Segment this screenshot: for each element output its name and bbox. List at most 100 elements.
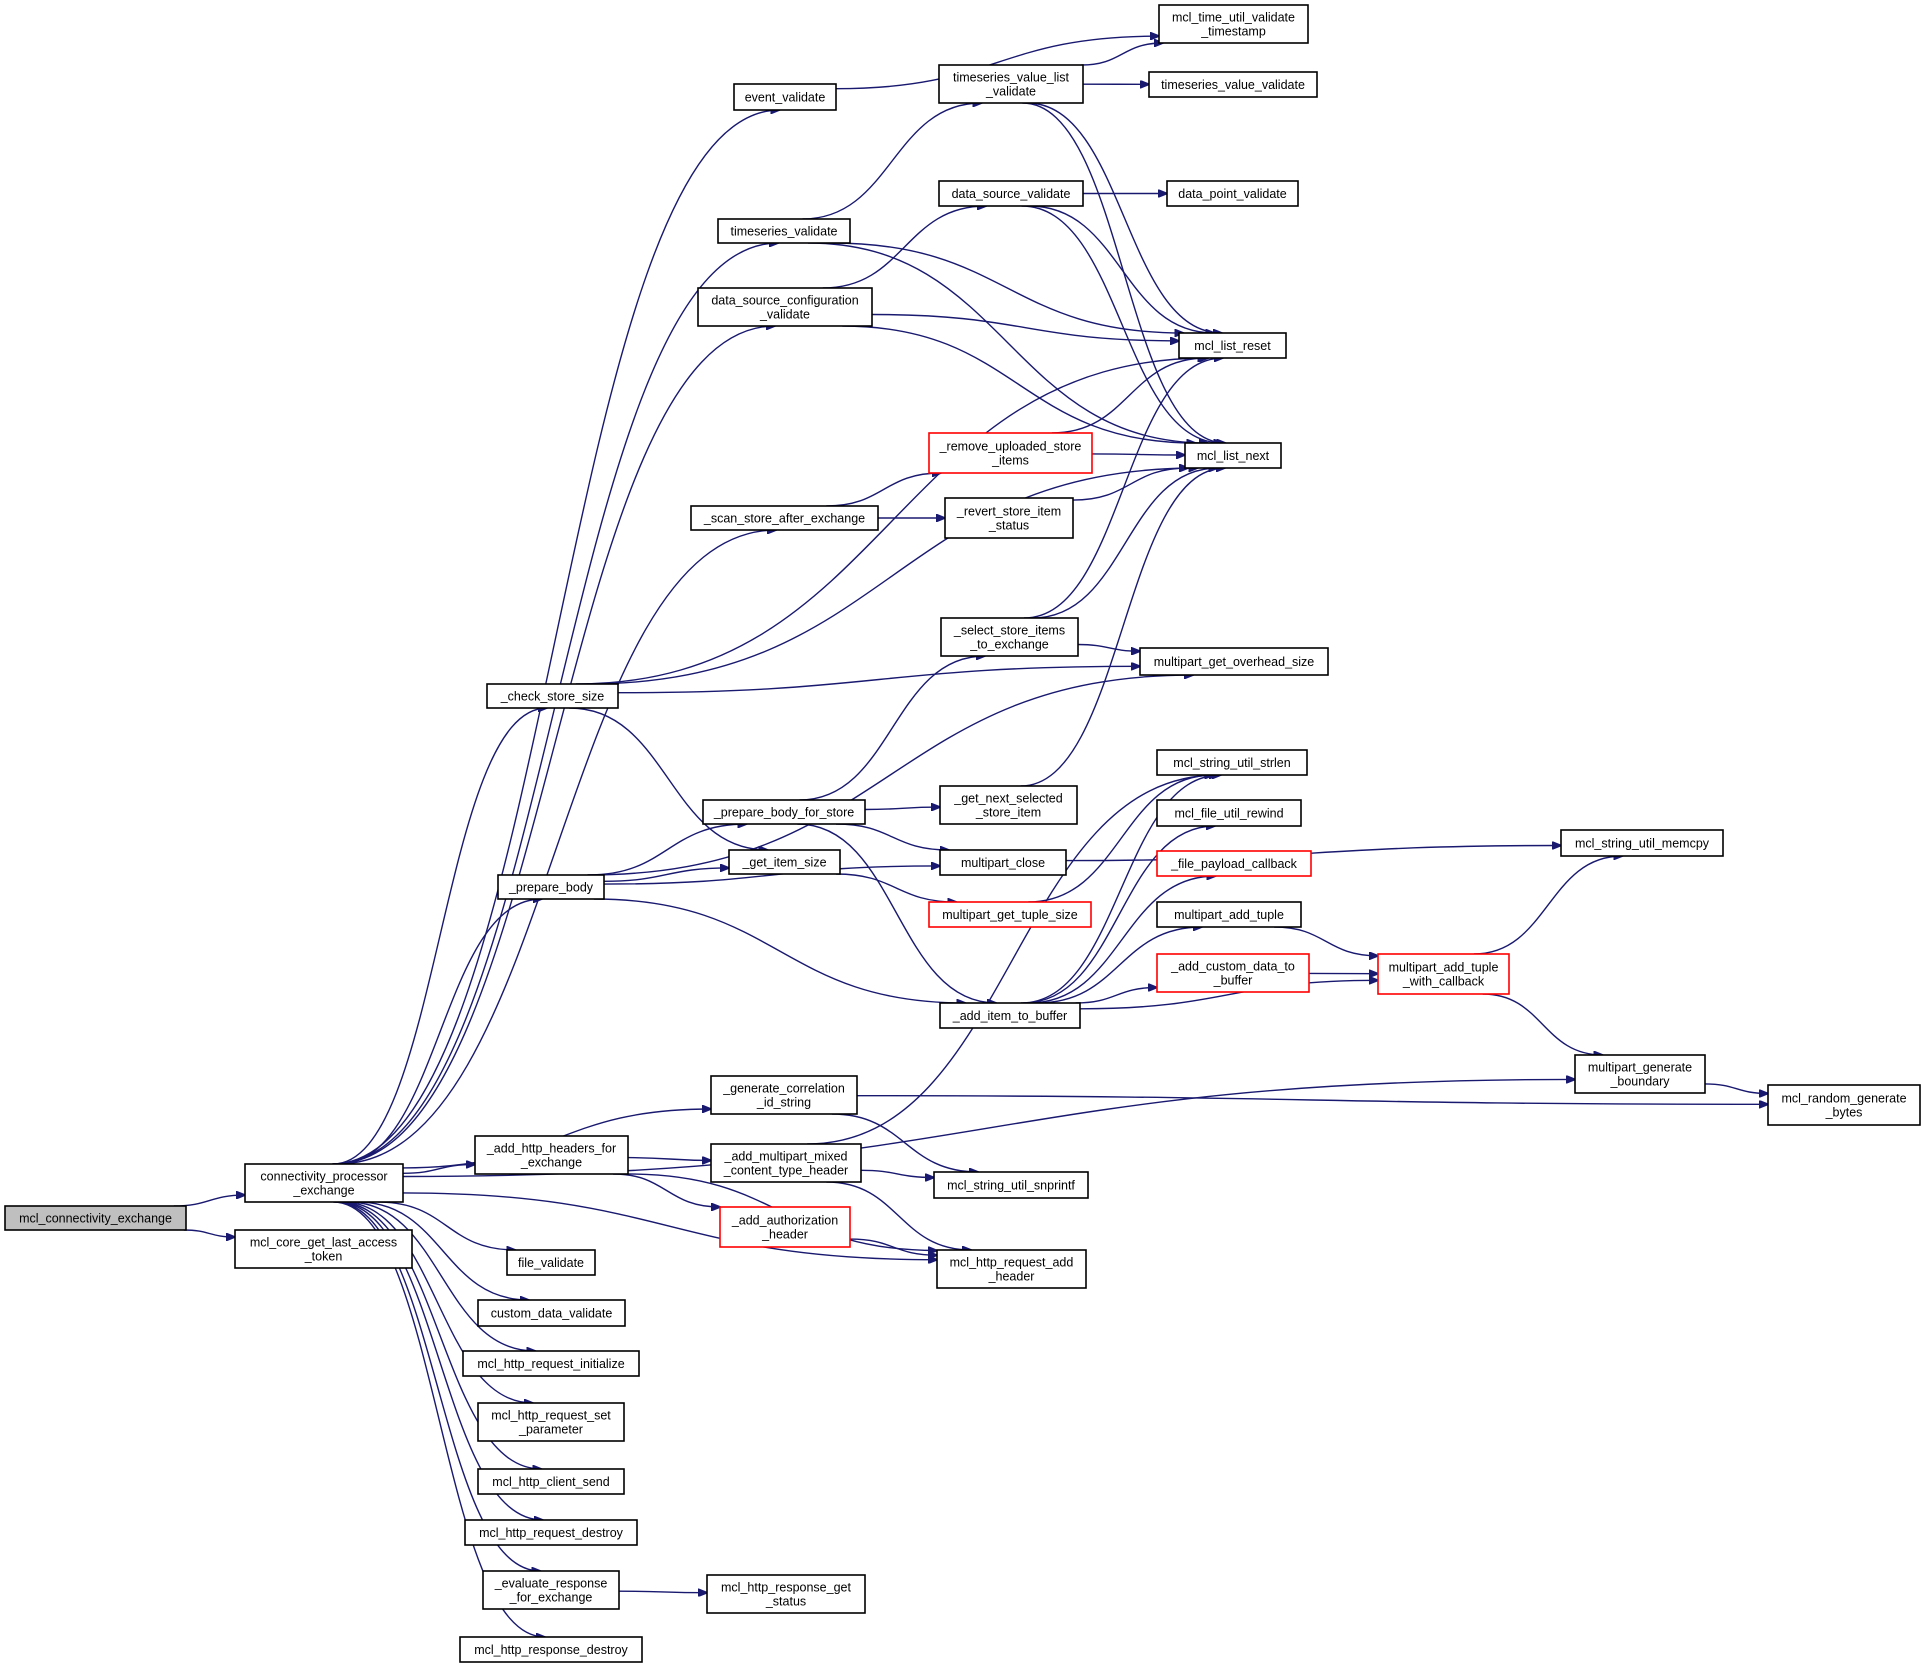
node-dpv[interactable]: data_point_validate (1166, 180, 1299, 207)
node-label: multipart_get_overhead_size (1154, 655, 1315, 669)
edge-cpe-to-resp-destroy (333, 1201, 545, 1637)
node-add-item-buffer[interactable]: _add_item_to_buffer (939, 1002, 1081, 1029)
node-cpe[interactable]: connectivity_processor_exchange (244, 1163, 404, 1203)
node-label: timeseries_validate (731, 225, 838, 239)
node-prepare-body-store[interactable]: _prepare_body_for_store (702, 799, 866, 825)
node-gen-boundary[interactable]: multipart_generate_boundary (1574, 1054, 1706, 1094)
edge-gen-corr-to-snprintf (831, 1113, 978, 1172)
node-list-next[interactable]: mcl_list_next (1184, 442, 1282, 469)
node-check-store[interactable]: _check_store_size (486, 683, 619, 709)
node-scan[interactable]: _scan_store_after_exchange (690, 505, 879, 531)
node-label: mcl_file_util_rewind (1174, 807, 1283, 821)
edge-add-item-buffer-to-add-tuple (1037, 927, 1202, 1004)
edge-cpe-to-eval-resp (334, 1201, 541, 1571)
node-box (1377, 953, 1510, 995)
node-resp-get-status[interactable]: mcl_http_response_get_status (706, 1574, 866, 1614)
node-add-custom[interactable]: _add_custom_data_to_buffer (1156, 953, 1310, 993)
node-tvlv[interactable]: timeseries_value_list_validate (938, 64, 1084, 104)
node-label: mcl_http_request_destroy (479, 1526, 624, 1540)
edge-dscv-to-list-reset (871, 313, 1179, 341)
edge-prepare-body-store-to-get-next-selected (864, 807, 940, 809)
node-label: _content_type_header (723, 1164, 848, 1178)
edge-cpe-to-event-validate (332, 110, 779, 1165)
edge-prepare-body-store-to-select-store (799, 656, 986, 801)
node-box (1139, 647, 1329, 676)
edge-add-item-buffer-to-add-custom (1075, 988, 1157, 1004)
edge-cpe-to-req-add-header (402, 1192, 937, 1260)
node-label: timeseries_value_validate (1161, 78, 1305, 92)
node-label: _buffer (1213, 974, 1253, 988)
node-gen-corr[interactable]: _generate_correlation_id_string (710, 1075, 858, 1115)
edge-root-to-ccglat (183, 1229, 235, 1237)
node-overhead[interactable]: multipart_get_overhead_size (1139, 647, 1329, 676)
node-tuple-size[interactable]: multipart_get_tuple_size (928, 901, 1092, 928)
edge-check-store-to-list-next (586, 468, 1198, 685)
node-ccglat[interactable]: mcl_core_get_last_access_token (234, 1229, 413, 1269)
node-req-add-header[interactable]: mcl_http_request_add_header (936, 1249, 1087, 1289)
node-select-store[interactable]: _select_store_items_to_exchange (940, 617, 1079, 657)
node-box (506, 1249, 596, 1276)
node-eval-resp[interactable]: _evaluate_response_for_exchange (482, 1570, 620, 1610)
node-req-set-param[interactable]: mcl_http_request_set_parameter (477, 1402, 625, 1442)
edge-cpe-to-custom-data-validate (357, 1201, 529, 1300)
node-prepare-body[interactable]: _prepare_body (497, 874, 605, 900)
node-tuvt[interactable]: mcl_time_util_validate_timestamp (1158, 4, 1309, 44)
node-get-next-selected[interactable]: _get_next_selected_store_item (939, 785, 1078, 825)
edges-layer (173, 36, 1768, 1637)
node-box (733, 83, 837, 111)
node-add-http-headers[interactable]: _add_http_headers_for_exchange (474, 1135, 629, 1175)
node-box (1767, 1084, 1921, 1126)
node-add-tuple[interactable]: multipart_add_tuple (1156, 901, 1302, 928)
node-box (690, 505, 879, 531)
node-box (1184, 442, 1282, 469)
node-dsv[interactable]: data_source_validate (938, 180, 1084, 207)
node-resp-destroy[interactable]: mcl_http_response_destroy (459, 1636, 643, 1663)
node-label: _parameter (518, 1423, 583, 1437)
node-event-validate[interactable]: event_validate (733, 83, 837, 111)
node-get-item-size[interactable]: _get_item_size (728, 849, 841, 875)
node-add-tuple-cb[interactable]: multipart_add_tuple_with_callback (1377, 953, 1510, 995)
edge-add-tuple-cb-to-gen-boundary (1482, 993, 1603, 1055)
node-label: _header (988, 1270, 1035, 1284)
node-box (474, 1135, 629, 1175)
node-strlen[interactable]: mcl_string_util_strlen (1156, 749, 1308, 776)
node-req-init[interactable]: mcl_http_request_initialize (462, 1350, 640, 1377)
node-auth-header[interactable]: _add_authorization_header (719, 1206, 851, 1248)
node-label: _get_item_size (741, 856, 826, 870)
node-memcpy[interactable]: mcl_string_util_memcpy (1560, 829, 1724, 857)
node-snprintf[interactable]: mcl_string_util_snprintf (933, 1171, 1089, 1199)
node-label: _add_multipart_mixed (724, 1150, 848, 1164)
node-box (486, 683, 619, 709)
node-box (1158, 4, 1309, 44)
node-timeseries-validate[interactable]: timeseries_validate (717, 218, 851, 244)
edge-cpe-to-dscv (333, 326, 775, 1165)
node-rewind[interactable]: mcl_file_util_rewind (1156, 799, 1302, 827)
node-label: _store_item (975, 806, 1041, 820)
node-box (1178, 332, 1287, 359)
node-file-validate[interactable]: file_validate (506, 1249, 596, 1276)
node-random-bytes[interactable]: mcl_random_generate_bytes (1767, 1084, 1921, 1126)
node-remove-uploaded[interactable]: _remove_uploaded_store_items (928, 432, 1093, 474)
node-box (717, 218, 851, 244)
edge-dscv-to-dsv (822, 206, 986, 289)
node-custom-data-validate[interactable]: custom_data_validate (477, 1299, 626, 1327)
node-revert-status[interactable]: _revert_store_item_status (944, 497, 1074, 539)
node-client-send[interactable]: mcl_http_client_send (477, 1468, 625, 1495)
edge-mixed-ct-to-snprintf (860, 1169, 934, 1177)
node-root[interactable]: mcl_connectivity_exchange (4, 1205, 187, 1231)
node-mixed-ct[interactable]: _add_multipart_mixed_content_type_header (710, 1143, 862, 1183)
node-label: _revert_store_item (956, 505, 1061, 519)
node-req-destroy[interactable]: mcl_http_request_destroy (464, 1519, 638, 1546)
node-tvv[interactable]: timeseries_value_validate (1148, 71, 1318, 98)
edge-prepare-body-store-to-add-item-buffer (797, 823, 996, 1003)
node-label: _remove_uploaded_store (939, 440, 1082, 454)
edge-prepare-body-to-get-item-size (603, 868, 729, 882)
node-list-reset[interactable]: mcl_list_reset (1178, 332, 1287, 359)
node-label: _select_store_items (953, 624, 1065, 638)
node-dscv[interactable]: data_source_configuration_validate (697, 287, 873, 327)
node-label: _id_string (756, 1096, 811, 1110)
node-box (1574, 1054, 1706, 1094)
node-file-payload-cb[interactable]: _file_payload_callback (1156, 850, 1312, 877)
node-label: connectivity_processor (260, 1170, 387, 1184)
node-multipart-close[interactable]: multipart_close (939, 849, 1067, 876)
